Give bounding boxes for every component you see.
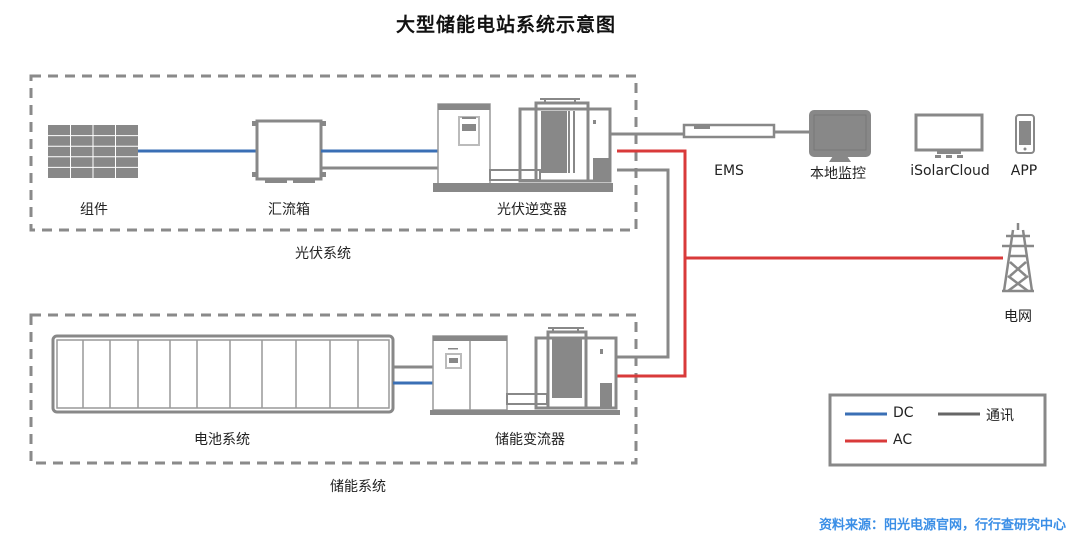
pcs-icon (430, 327, 620, 415)
legend-box (828, 393, 1047, 467)
storage-system-group-label: 储能系统 (330, 479, 386, 495)
diagram-title: 大型储能电站系统示意图 (395, 14, 616, 36)
source-note: 资料来源：阳光电源官网，行行查研究中心 (818, 518, 1066, 533)
storage-system-group-box (29, 313, 638, 465)
legend-dc-label: DC (893, 405, 914, 421)
monitor-icon (809, 110, 871, 162)
legend-comm-label: 通讯 (986, 408, 1014, 424)
pcs-label: 储能变流器 (495, 432, 565, 448)
combiner-box-icon (252, 119, 326, 183)
pv-system-group-label: 光伏系统 (295, 246, 351, 262)
pv-module-label: 组件 (80, 202, 108, 218)
ems-device-icon (682, 123, 776, 139)
grid-label: 电网 (1004, 309, 1032, 325)
battery-rack-icon (51, 334, 395, 414)
pv-inverter-label: 光伏逆变器 (497, 202, 567, 218)
solar-panel-icon (48, 125, 138, 178)
isolarcloud-label: iSolarCloud (910, 163, 990, 179)
pv-inverter-icon (433, 98, 613, 192)
phone-icon (1015, 114, 1035, 154)
ems-label: EMS (714, 163, 744, 179)
local-monitor-label: 本地监控 (810, 166, 866, 182)
combiner-box-label: 汇流箱 (268, 202, 310, 218)
legend-ac-label: AC (893, 432, 913, 448)
ac-line-inverter-bus (617, 149, 687, 378)
comm-line-inverter-pcs (617, 168, 670, 359)
transmission-tower-icon (1002, 223, 1034, 293)
pv-system-group-box (29, 74, 638, 232)
cloud-display-icon (914, 113, 984, 158)
app-label: APP (1010, 163, 1038, 179)
battery-system-label: 电池系统 (194, 432, 250, 448)
